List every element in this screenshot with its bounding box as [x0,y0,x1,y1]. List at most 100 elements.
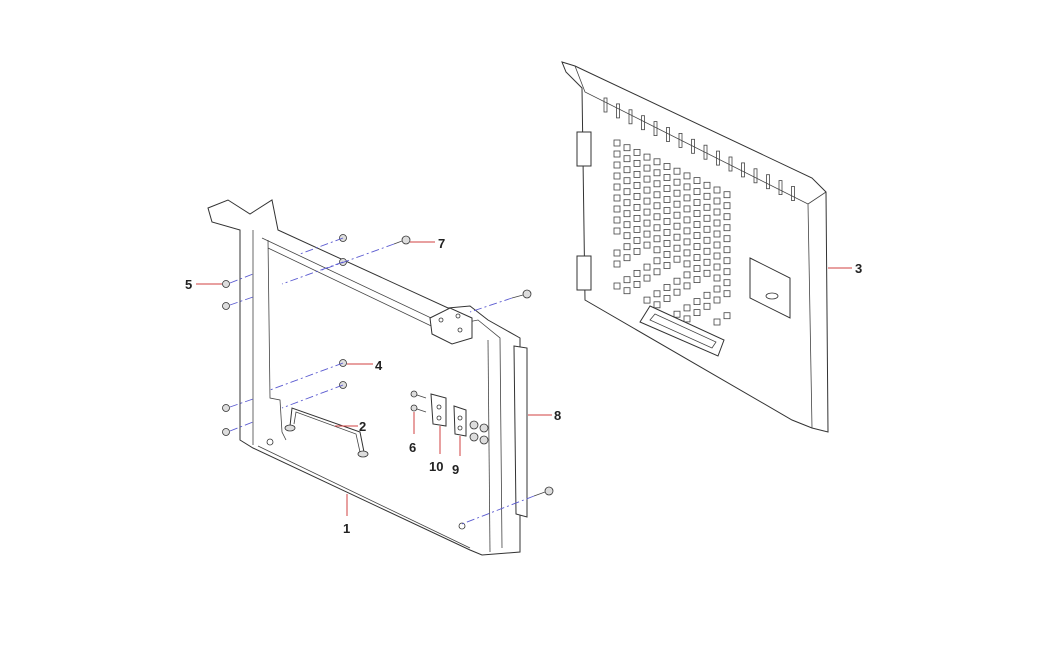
perforation [613,139,621,147]
perforation [713,186,721,194]
vent-slot [653,121,658,136]
perforation [703,236,711,244]
perforation [703,247,711,255]
perforation [643,296,651,304]
perforation [683,172,691,180]
vent-slot [766,174,770,190]
perforation [633,269,641,277]
perforation [643,164,651,172]
perforation [613,260,621,268]
perforation [713,219,721,227]
perforation [623,287,631,295]
perforation [713,252,721,260]
perforation [653,202,661,210]
perforation [673,244,681,252]
perforation [653,290,661,298]
callout-2: 2 [359,419,366,434]
perforation [643,241,651,249]
perforation [693,188,701,196]
perforation [633,181,641,189]
perforation [683,194,691,202]
perforation [713,197,721,205]
perforation [703,203,711,211]
perforation [683,249,691,257]
perforation [623,221,631,229]
rear-panel-part-3 [561,61,829,433]
perforation [713,296,721,304]
perforation [713,208,721,216]
callout-8: 8 [554,408,561,423]
perforation [613,205,621,213]
perforation [713,318,721,326]
perforation [643,153,651,161]
perforation [663,196,671,203]
perforation [693,199,701,207]
perforation [663,185,671,192]
perforation [693,232,701,240]
perforation [663,262,671,269]
perforation [633,225,641,233]
perforation [623,155,631,163]
vent-slot [616,103,620,119]
perforation [613,194,621,202]
perforation [653,257,661,265]
perforation [693,221,701,229]
perforation [613,227,621,235]
perforation [703,225,711,233]
perforation [663,284,671,291]
perforation [723,257,731,265]
perforation [643,274,651,282]
perforation [723,279,731,287]
vent-slot [641,115,645,131]
perforation [723,246,731,254]
perforation [623,243,631,251]
perforation [693,177,701,185]
perforation [663,251,671,258]
perforation [643,263,651,271]
frame-part-1 [207,199,521,556]
handle-part-2 [284,407,369,458]
perforation [623,188,631,196]
perforation [663,163,671,170]
perforation [633,148,641,156]
perforation [713,274,721,282]
perforation [653,268,661,276]
perforation [673,200,681,208]
perforation [623,144,631,152]
perforation [683,304,691,312]
perforation [703,269,711,277]
perforation [703,258,711,266]
perforation [703,302,711,310]
perforation [683,271,691,279]
perforation [663,240,671,247]
perforation [663,295,671,302]
perforation [613,216,621,224]
perforation [633,214,641,222]
perforation [673,189,681,197]
perforation [633,192,641,200]
perforation [693,298,701,306]
perforation [673,167,681,175]
perforation [643,197,651,205]
perforation [723,312,731,320]
strip-part-8 [513,345,528,518]
callout-labels: 5 7 4 2 8 1 3 6 10 9 [185,236,862,536]
callout-9: 9 [452,462,459,477]
perforation [693,276,701,284]
vent-slot [603,97,608,113]
vent-slot [678,132,683,148]
perforation [623,177,631,185]
perforation [653,169,661,177]
perforation [683,315,691,323]
perforation [663,218,671,225]
vent-slot [741,162,745,178]
perforation [663,174,671,181]
perforation [673,277,681,285]
perforation [673,233,681,241]
perforation [723,290,731,298]
vent-slot [716,150,720,166]
perforation [653,158,661,166]
perforation [663,207,671,214]
perforation [723,202,731,210]
